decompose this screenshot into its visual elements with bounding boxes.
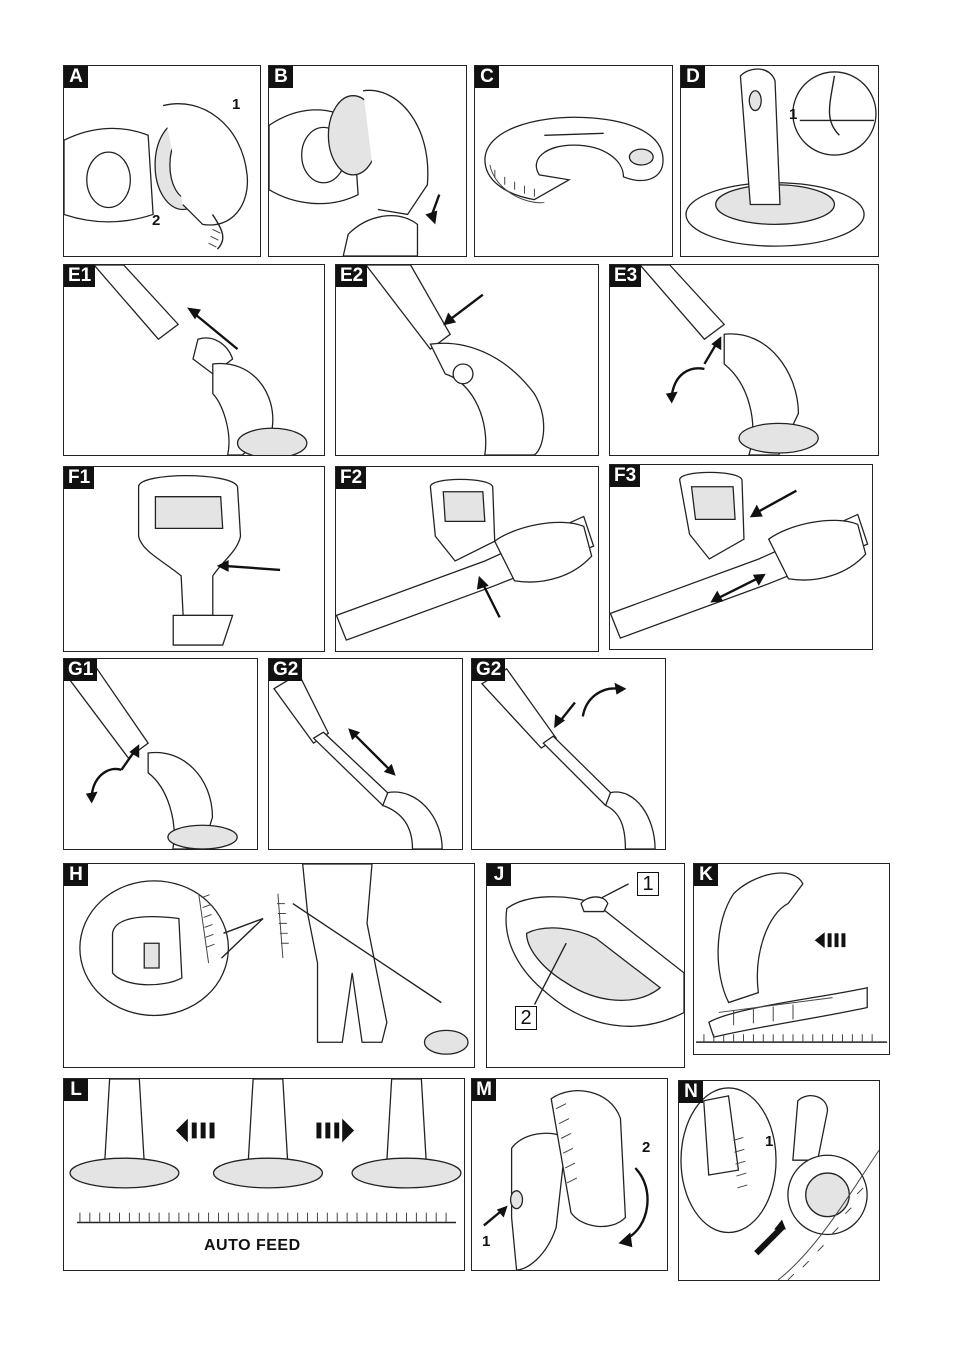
panel-e1: E1 [63,264,325,456]
cover-ring-illustration [484,116,664,204]
panel-n: N 1 [678,1080,880,1281]
panel-label: K [694,864,718,886]
handle-adjust-illustration [610,471,869,639]
shaft-insert-illustration [93,265,308,455]
edge-trim-illustration [680,1087,879,1280]
callout-number: 1 [482,1233,491,1250]
switch-handle-illustration [505,883,684,1027]
panel-label: G2 [269,659,303,681]
panel-label: M [472,1079,496,1101]
panel-d: D 1 [680,65,879,257]
panel-f1: F1 [63,466,325,652]
callout-box-number: 2 [515,1006,537,1030]
panel-e3: E3 [609,264,879,456]
panel-label: F2 [336,467,367,489]
panel-j: J 1 2 [486,863,685,1068]
line-cutter-illustration [685,68,877,247]
panel-e2: E2 [335,264,599,456]
trimming-angle-illustration [696,872,887,1043]
panel-k: K [693,863,890,1055]
handle-mount-illustration [336,478,595,641]
panel-label: E1 [64,265,96,287]
panel-label: B [269,66,293,88]
callout-box-number: 1 [637,872,659,896]
callout-number: 1 [789,106,798,123]
panel-label: L [64,1079,88,1101]
spool-cover-illustration [64,103,249,250]
auxiliary-handle-illustration [137,475,281,646]
operator-cable-illustration [79,864,469,1055]
panel-b: B [268,65,467,257]
panel-label: G2 [472,659,506,681]
shaft-extend-illustration [273,672,443,849]
panel-label: A [64,66,88,88]
panel-label: G1 [64,659,98,681]
shaft-unlock-illustration [68,663,238,849]
panel-g1: G1 [63,658,258,850]
callout-number: 2 [642,1139,651,1156]
panel-g2b: G2 [471,658,666,850]
panel-l: L AUTO FEED [63,1078,465,1271]
panel-a: A 1 2 [63,65,261,257]
callout-number: 1 [765,1133,774,1150]
callout-number: 2 [152,212,161,229]
shaft-lock-illustration [365,265,545,455]
auto-feed-caption: AUTO FEED [204,1237,301,1254]
shaft-rotate-illustration [639,265,819,455]
panel-f2: F2 [335,466,599,652]
panel-g2a: G2 [268,658,463,850]
head-rotate-illustration [483,1090,649,1270]
cover-removal-illustration [269,89,441,256]
panel-label: F1 [64,467,95,489]
shaft-lock-rotate-illustration [480,668,656,849]
panel-label: D [681,66,705,88]
panel-label: F3 [610,465,641,487]
panel-f3: F3 [609,464,873,650]
callout-number: 1 [232,96,241,113]
panel-h: H [63,863,475,1068]
panel-label: J [487,864,511,886]
panel-label: E2 [336,265,368,287]
panel-label: C [475,66,499,88]
auto-feed-illustration [69,1079,462,1224]
panel-m: M 2 1 [471,1078,668,1271]
panel-label: N [679,1081,703,1103]
panel-label: E3 [610,265,642,287]
panel-label: H [64,864,88,886]
panel-c: C [474,65,673,257]
